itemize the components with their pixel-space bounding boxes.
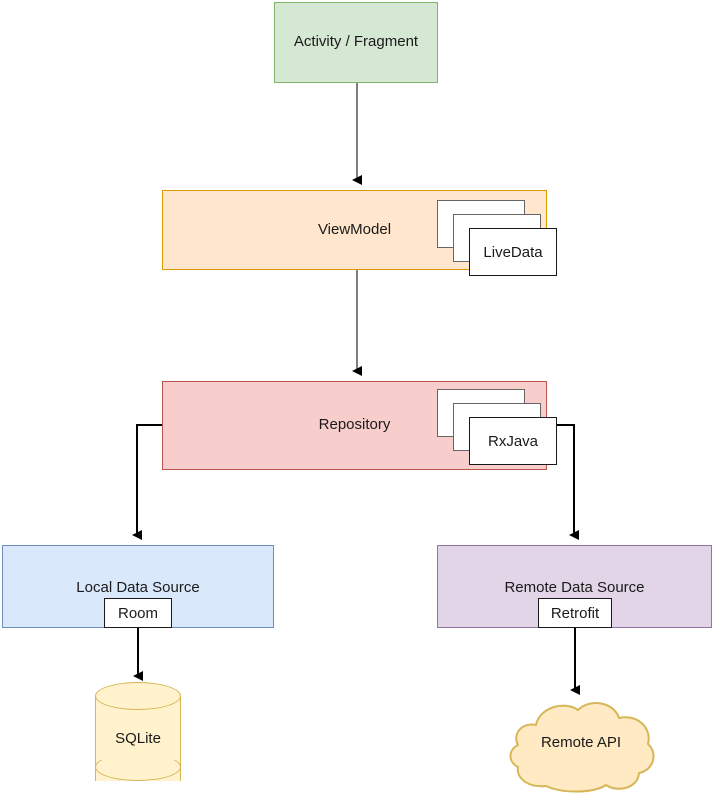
node-sqlite-cylinder[interactable]: SQLite	[95, 682, 181, 795]
node-activity-fragment[interactable]: Activity / Fragment	[274, 2, 438, 83]
node-local-data-source-label: Local Data Source	[76, 579, 200, 596]
node-remote-api-label: Remote API	[540, 734, 622, 751]
tag-retrofit-label: Retrofit	[550, 604, 600, 622]
node-repository-label: Repository	[318, 416, 391, 434]
node-activity-fragment-label: Activity / Fragment	[293, 33, 419, 51]
stack-rxjava-label: RxJava	[487, 432, 539, 450]
edge-repository-to-local	[132, 424, 162, 540]
tag-room-label: Room	[117, 604, 158, 622]
stack-livedata-label: LiveData	[483, 243, 543, 261]
node-viewmodel-label: ViewModel	[317, 220, 392, 238]
stack-rxjava-card-front[interactable]: RxJava	[469, 417, 557, 465]
cloud-shape-icon	[509, 702, 655, 793]
node-sqlite-label: SQLite	[115, 730, 161, 747]
tag-retrofit[interactable]: Retrofit	[538, 598, 612, 628]
tag-room[interactable]: Room	[104, 598, 172, 628]
sqlite-cylinder-bottom	[95, 753, 181, 781]
sqlite-cylinder-top	[95, 682, 181, 710]
stack-livedata-card-front[interactable]: LiveData	[469, 228, 557, 276]
node-remote-api-cloud[interactable]: Remote API	[506, 698, 656, 793]
node-remote-data-source-label: Remote Data Source	[504, 579, 645, 596]
